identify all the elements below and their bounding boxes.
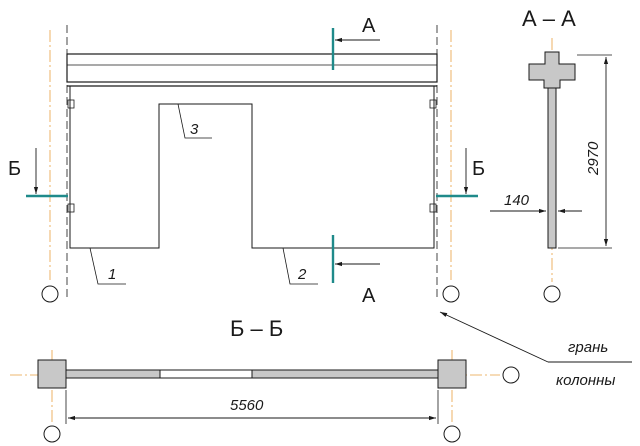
section-marks: А А Б Б [8, 15, 485, 307]
axis-bubble-left [41, 285, 59, 303]
column-right [437, 359, 467, 389]
anchor-left-top [67, 99, 75, 109]
anchor-right-top [429, 99, 437, 109]
callout-2-label: 2 [297, 266, 307, 283]
column-face-note: грань колонны [439, 311, 632, 389]
callout-3-label: 3 [190, 121, 199, 138]
section-bb-title: Б – Б [230, 316, 283, 341]
anchor-left-bottom [67, 203, 75, 213]
note-text-line1: грань [568, 339, 608, 356]
section-aa-view: А – А 2970 140 [490, 6, 612, 303]
section-a-top-label: А [362, 15, 376, 37]
section-bb-axis-bubble-side [502, 366, 520, 384]
section-aa-head [528, 51, 576, 89]
dim-length-label: 5560 [230, 397, 264, 414]
top-panel-strip [66, 53, 438, 83]
panel-segment-left [65, 369, 161, 379]
callout-1-label: 1 [108, 266, 116, 283]
anchor-right-bottom [429, 203, 437, 213]
section-bb-view: Б – Б 5560 [10, 316, 520, 443]
partition-outline [69, 86, 435, 249]
section-aa-axis-bubble [543, 285, 561, 303]
note-leader [439, 311, 549, 363]
section-b-right-label: Б [472, 158, 485, 180]
dim-thickness-label: 140 [504, 192, 530, 209]
section-bb-axis-bubble-left [43, 425, 61, 443]
section-bb-axis-bubble-right [443, 425, 461, 443]
section-aa-panel [547, 87, 557, 249]
callout-2-leader [282, 247, 318, 285]
callout-1-leader [89, 247, 126, 285]
dim-height-label: 2970 [585, 141, 602, 176]
note-text-line2: колонны [556, 372, 615, 389]
section-a-bottom-label: А [362, 285, 376, 307]
section-aa-title: А – А [522, 6, 576, 31]
callout-3-leader [177, 103, 212, 139]
panel-segment-right [251, 369, 439, 379]
section-b-left-label: Б [8, 158, 21, 180]
axis-bubble-right [442, 285, 460, 303]
elevation-view: 3 1 2 [41, 25, 460, 303]
panel-opening [159, 369, 253, 379]
column-left [37, 359, 67, 389]
